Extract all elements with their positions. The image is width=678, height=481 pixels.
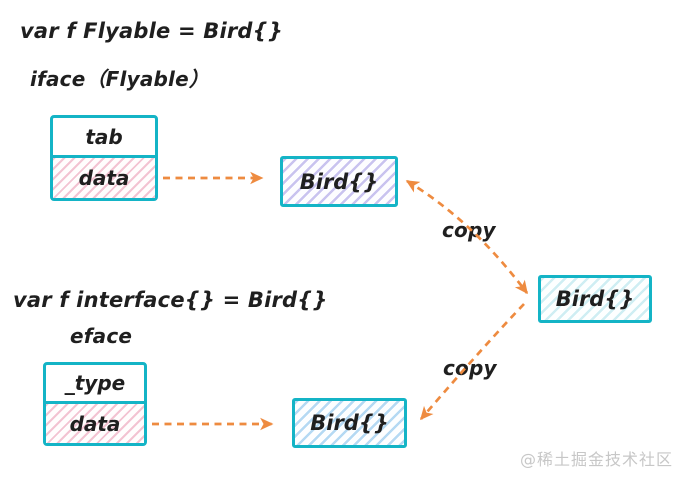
eface-code-text: var f interface{} = Bird{} — [13, 288, 328, 312]
iface-title: iface（Flyable） — [30, 67, 210, 91]
watermark: @稀土掘金技术社区 — [520, 450, 674, 469]
bird-box-source: Bird{} — [538, 275, 652, 323]
eface-row-data-label: data — [69, 411, 121, 436]
eface-row-type-label: _type — [64, 371, 126, 395]
copy-label-upper: copy — [442, 218, 496, 242]
eface-row-data: data — [46, 404, 144, 443]
bird-box-eface-heap: Bird{} — [292, 398, 407, 448]
eface-struct-table: _type data — [43, 362, 147, 446]
iface-row-tab-label: tab — [85, 124, 123, 149]
eface-title: eface — [70, 324, 133, 348]
bird-box-iface-heap: Bird{} — [280, 156, 398, 207]
iface-row-tab: tab — [53, 118, 155, 158]
eface-row-type: _type — [46, 365, 144, 404]
iface-row-data: data — [53, 158, 155, 198]
copy-label-lower: copy — [443, 356, 497, 380]
bird-box-iface-heap-label: Bird{} — [299, 169, 379, 194]
bird-box-source-label: Bird{} — [555, 287, 635, 311]
bird-box-eface-heap-label: Bird{} — [310, 411, 389, 435]
iface-row-data-label: data — [78, 166, 130, 190]
iface-code-text: var f Flyable = Bird{} — [20, 19, 283, 43]
iface-struct-table: tab data — [50, 115, 158, 201]
